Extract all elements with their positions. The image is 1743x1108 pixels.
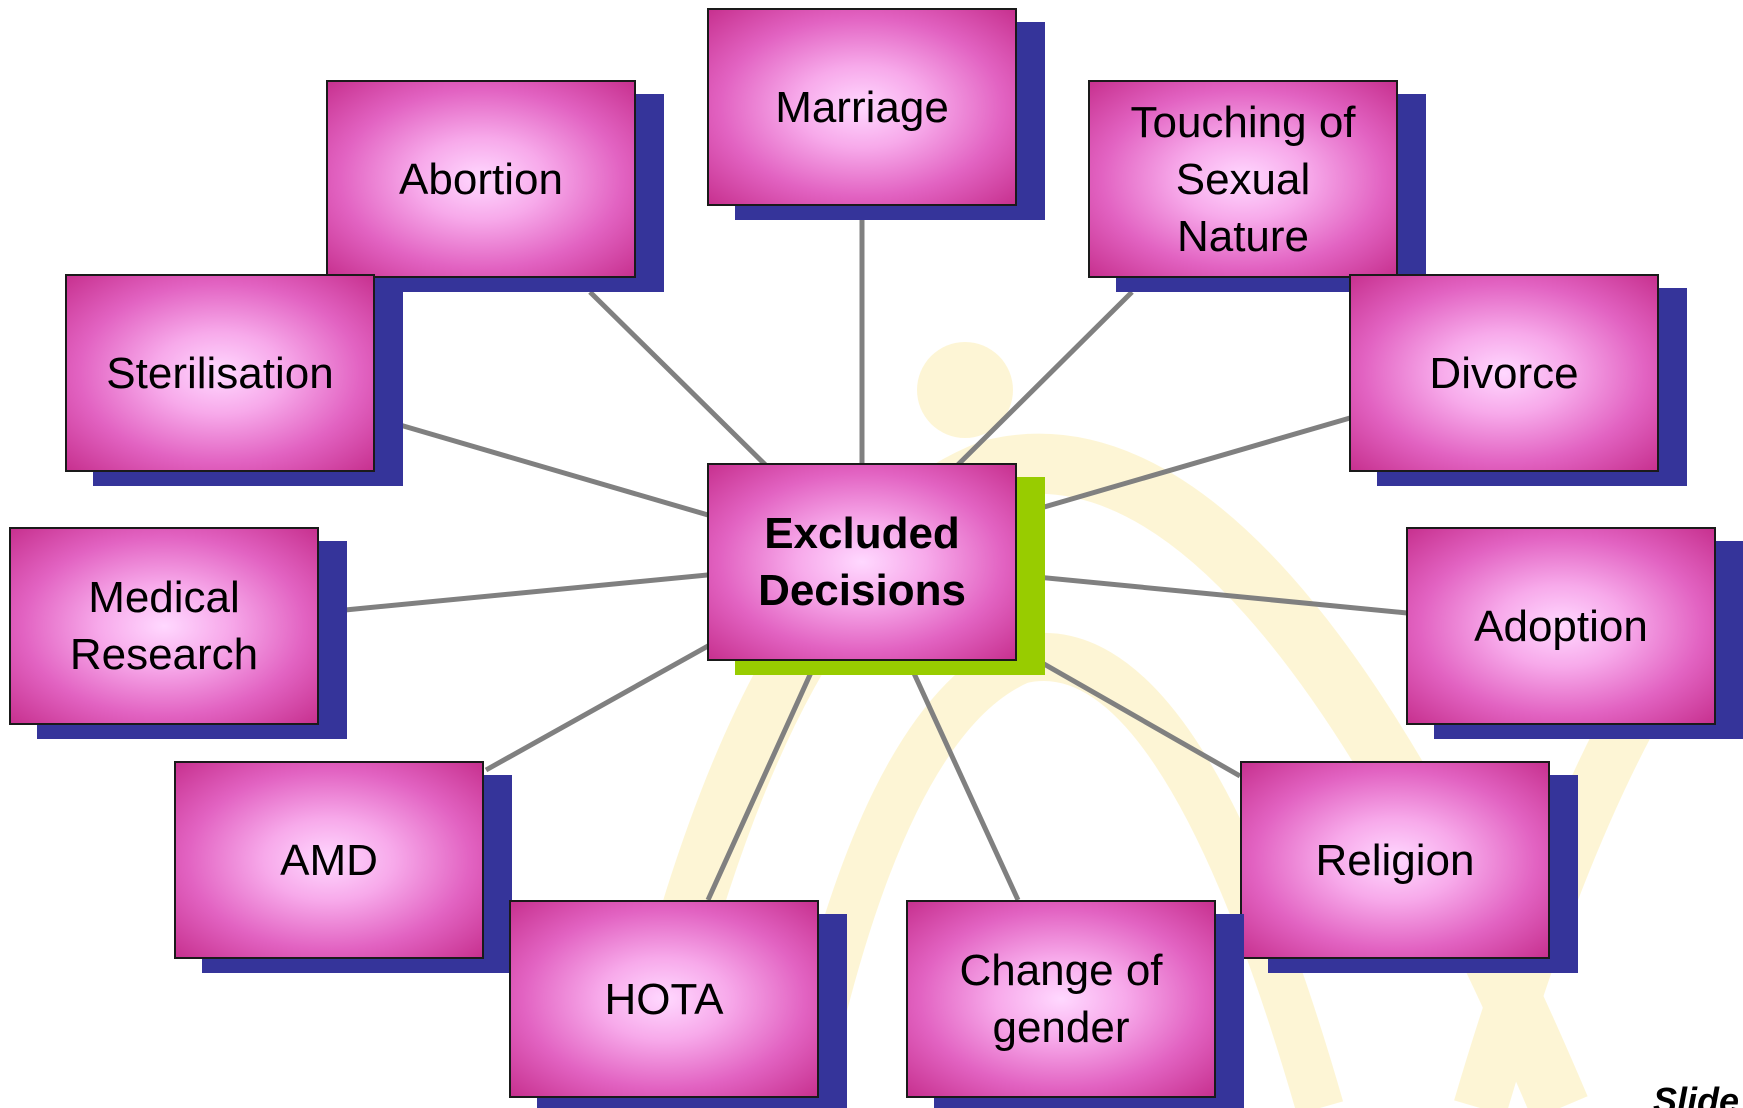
node-center-label-line1: Excluded: [764, 509, 960, 558]
node-excluded-decisions: Excluded Decisions: [707, 463, 1017, 661]
node-touching-label-line1: Touching of: [1130, 97, 1356, 147]
node-change-of-gender-label-line1: Change of: [959, 946, 1163, 995]
node-marriage-label: Marriage: [775, 82, 949, 132]
node-sterilisation-label: Sterilisation: [106, 348, 334, 398]
node-change-of-gender-label: Change of gender: [959, 942, 1162, 1056]
node-change-of-gender: Change of gender: [906, 900, 1216, 1098]
node-center-label: Excluded Decisions: [758, 505, 966, 619]
node-adoption-label: Adoption: [1474, 601, 1648, 651]
node-religion-label: Religion: [1315, 835, 1475, 885]
watermark-head: [917, 342, 1013, 438]
node-touching-label-line2: Sexual: [1175, 154, 1311, 204]
node-medical-research-label-line2: Research: [69, 630, 259, 679]
node-medical-research: Medical Research: [9, 527, 319, 725]
node-touching-label: Touching of Sexual Nature: [1130, 94, 1355, 265]
watermark-arc-inner: [776, 633, 1344, 1108]
node-medical-research-label: Medical Research: [70, 569, 258, 683]
node-divorce-label: Divorce: [1429, 348, 1579, 398]
node-hota: HOTA: [509, 900, 819, 1098]
node-abortion: Abortion: [326, 80, 636, 278]
node-change-of-gender-label-line2: gender: [992, 1003, 1130, 1052]
node-medical-research-label-line1: Medical: [88, 573, 240, 622]
node-touching-label-line3: Nature: [1176, 211, 1310, 261]
node-amd-label: AMD: [280, 835, 378, 885]
node-abortion-label: Abortion: [399, 154, 563, 204]
node-amd: AMD: [174, 761, 484, 959]
node-touching-of-sexual-nature: Touching of Sexual Nature: [1088, 80, 1398, 278]
node-hota-label: HOTA: [604, 974, 724, 1024]
node-center-label-line2: Decisions: [758, 566, 966, 615]
node-adoption: Adoption: [1406, 527, 1716, 725]
node-sterilisation: Sterilisation: [65, 274, 375, 472]
node-divorce: Divorce: [1349, 274, 1659, 472]
node-marriage: Marriage: [707, 8, 1017, 206]
slide-number-label: Slide No: [1652, 1080, 1743, 1108]
node-religion: Religion: [1240, 761, 1550, 959]
